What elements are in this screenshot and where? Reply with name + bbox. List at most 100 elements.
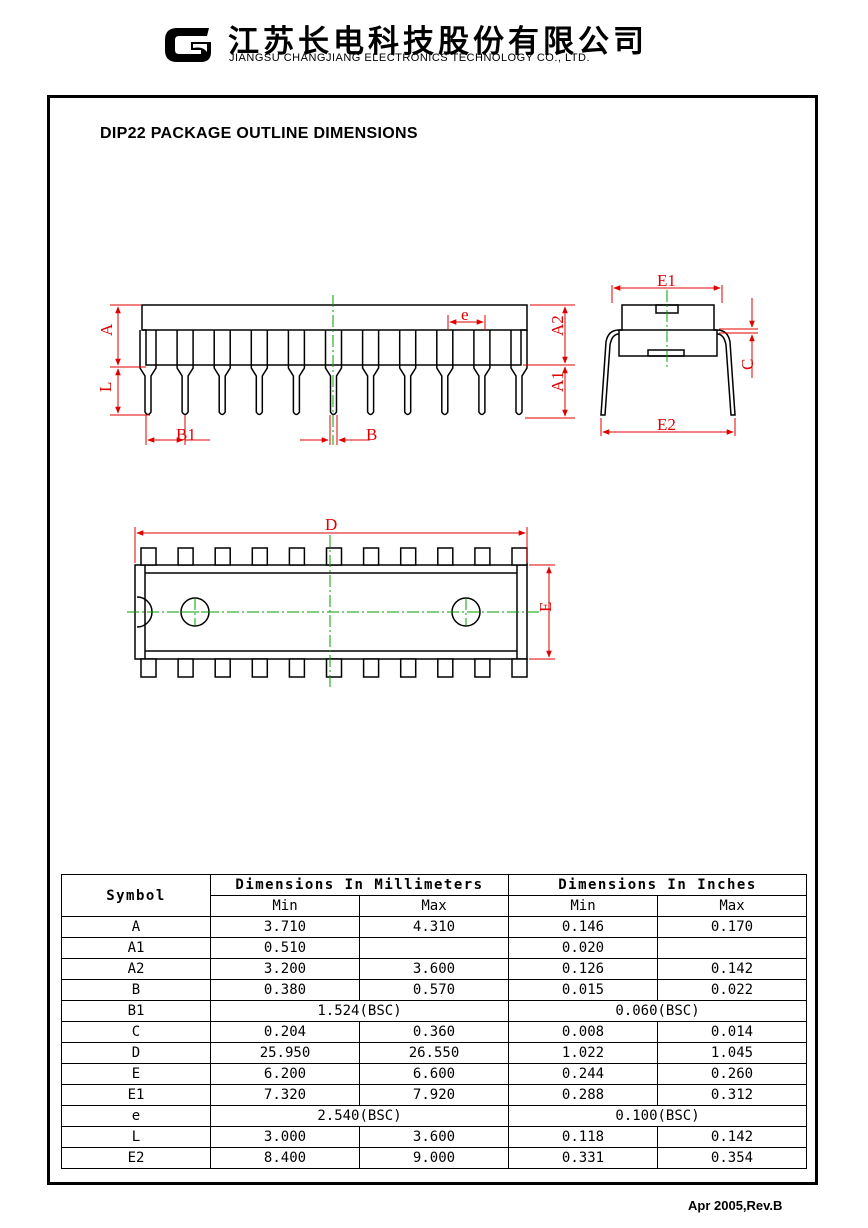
symbol-cell: E2 <box>61 1147 211 1169</box>
mm-min-cell: 7.320 <box>210 1084 360 1106</box>
inch-min-cell: 0.244 <box>508 1063 658 1085</box>
inch-min-cell: 0.020 <box>508 937 658 959</box>
dim-label-a1: A1 <box>548 371 567 392</box>
side-pin <box>250 330 269 416</box>
package-outline-drawing: A L A2 A1 e B1 B E1 E2 C <box>96 271 758 690</box>
inch-min-cell: 1.022 <box>508 1042 658 1064</box>
mm-min-header: Min <box>210 895 360 917</box>
symbol-cell: B1 <box>61 1000 211 1022</box>
symbol-cell: L <box>61 1126 211 1148</box>
dim-label-e-pitch: e <box>461 305 469 324</box>
inch-min-header: Min <box>508 895 658 917</box>
inch-min-cell: 0.126 <box>508 958 658 980</box>
mm-max-cell: 3.600 <box>359 958 509 980</box>
inch-max-header: Max <box>656 895 808 917</box>
top-pin <box>140 547 157 566</box>
symbol-cell: e <box>61 1105 211 1127</box>
mm-min-cell: 0.204 <box>210 1021 360 1043</box>
mm-max-cell: 9.000 <box>359 1147 509 1169</box>
dim-label-b: B <box>366 425 377 444</box>
side-pin <box>361 330 380 416</box>
top-pin <box>474 658 491 678</box>
document-frame <box>47 95 818 1185</box>
inch-max-cell: 0.354 <box>656 1147 808 1169</box>
symbol-cell: A2 <box>61 958 211 980</box>
top-pin <box>325 658 343 678</box>
page-title: DIP22 PACKAGE OUTLINE DIMENSIONS <box>100 125 418 142</box>
mm-max-cell: 3.600 <box>359 1126 509 1148</box>
top-pin <box>474 547 491 566</box>
inch-max-cell <box>656 937 808 959</box>
mm-min-cell: 3.200 <box>210 958 360 980</box>
inch-max-cell: 0.142 <box>656 958 808 980</box>
side-pin <box>398 330 417 416</box>
mm-max-cell: 0.360 <box>359 1021 509 1043</box>
side-pin <box>287 330 306 416</box>
inch-max-cell: 0.260 <box>656 1063 808 1085</box>
mm-bsc-cell: 2.540(BSC) <box>210 1105 509 1127</box>
end-view <box>600 304 736 416</box>
symbol-cell: C <box>61 1021 211 1043</box>
inch-max-cell: 0.312 <box>656 1084 808 1106</box>
inch-min-cell: 0.015 <box>508 979 658 1001</box>
mm-max-cell: 6.600 <box>359 1063 509 1085</box>
top-pin <box>214 658 231 678</box>
inch-max-cell: 0.014 <box>656 1021 808 1043</box>
mm-min-cell: 25.950 <box>210 1042 360 1064</box>
top-pin <box>251 547 269 566</box>
inch-min-cell: 0.331 <box>508 1147 658 1169</box>
top-pin <box>511 547 528 566</box>
dim-label-a: A <box>97 323 116 336</box>
top-pin <box>288 658 306 678</box>
inch-max-cell: 0.142 <box>656 1126 808 1148</box>
top-view-dimensions <box>134 527 555 660</box>
top-pin <box>511 658 528 678</box>
top-pin <box>140 658 157 678</box>
side-pin <box>473 330 491 416</box>
side-pin <box>510 330 528 416</box>
top-pin <box>251 658 269 678</box>
company-name-chinese: 江苏长电科技股份有限公司 <box>228 24 648 60</box>
dim-label-e-width: E <box>536 602 555 612</box>
mm-max-cell: 26.550 <box>359 1042 509 1064</box>
inch-max-cell: 0.170 <box>656 916 808 938</box>
millimeters-header: Dimensions In Millimeters <box>210 874 509 896</box>
inch-min-cell: 0.146 <box>508 916 658 938</box>
top-pin <box>399 658 417 678</box>
mm-max-header: Max <box>359 895 509 917</box>
dim-label-e2: E2 <box>657 415 676 434</box>
symbol-cell: A <box>61 916 211 938</box>
inch-max-cell: 1.045 <box>656 1042 808 1064</box>
side-pin <box>324 330 343 416</box>
top-pin <box>288 547 306 566</box>
symbol-cell: E1 <box>61 1084 211 1106</box>
company-logo-icon <box>165 28 211 62</box>
side-pin <box>176 330 194 416</box>
dimensions-table: Symbol Dimensions In Millimeters Dimensi… <box>61 874 808 1169</box>
dim-label-d: D <box>325 515 337 534</box>
mm-max-cell <box>359 937 509 959</box>
inch-max-cell: 0.022 <box>656 979 808 1001</box>
side-pin <box>436 330 454 416</box>
symbol-header: Symbol <box>61 874 211 917</box>
mm-min-cell: 8.400 <box>210 1147 360 1169</box>
inch-bsc-cell: 0.100(BSC) <box>507 1105 808 1127</box>
symbol-cell: A1 <box>61 937 211 959</box>
top-pin <box>214 547 231 566</box>
inch-min-cell: 0.118 <box>508 1126 658 1148</box>
top-pin <box>437 547 454 566</box>
inch-min-cell: 0.008 <box>508 1021 658 1043</box>
mm-max-cell: 4.310 <box>359 916 509 938</box>
top-pin <box>362 658 380 678</box>
side-pin <box>213 330 231 416</box>
top-pin <box>399 547 417 566</box>
dim-label-l: L <box>96 382 115 392</box>
